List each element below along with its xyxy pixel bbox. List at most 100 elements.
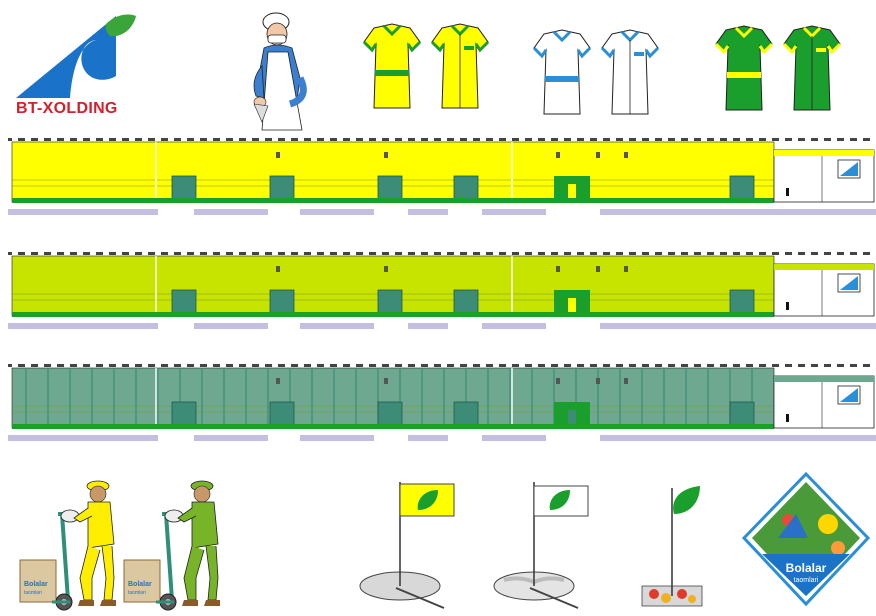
uniform-shirt-icon xyxy=(532,29,660,115)
vent xyxy=(556,152,560,158)
roof-rail-gap xyxy=(636,363,642,368)
person-silhouette xyxy=(786,188,789,196)
roof-rail-gap xyxy=(649,251,655,256)
uniform-front xyxy=(532,29,592,115)
roof-rail-gap xyxy=(311,363,317,368)
roof-rail-gap xyxy=(207,137,213,142)
roof-rail-gap xyxy=(480,251,486,256)
hand-truck-worker-icon: Bolalar taomlari xyxy=(123,480,220,611)
roof-rail-gap xyxy=(727,137,733,142)
roof-rail-gap xyxy=(233,363,239,368)
roof-rail-gap xyxy=(844,363,850,368)
uniform-shirt-icon xyxy=(362,23,490,109)
roof-rail-gap xyxy=(597,137,603,142)
roof-rail-gap xyxy=(857,251,863,256)
roof-rail-gap xyxy=(259,251,265,256)
roof-rail-gap xyxy=(337,363,343,368)
roof-rail-gap xyxy=(792,137,798,142)
roof-rail-gap xyxy=(298,363,304,368)
roof-rail-gap xyxy=(363,251,369,256)
vent xyxy=(596,266,600,272)
roof-rail-gap xyxy=(701,363,707,368)
roof-rail-gap xyxy=(77,363,83,368)
roof-rail-gap xyxy=(623,251,629,256)
roof-rail-gap xyxy=(181,137,187,142)
food-worker xyxy=(240,8,320,134)
ground-pad xyxy=(8,435,158,441)
roof-rail-gap xyxy=(844,251,850,256)
roof-rail-gap xyxy=(389,137,395,142)
box-label: Bolalar xyxy=(24,581,48,588)
person-silhouette xyxy=(786,302,789,310)
food-worker-icon xyxy=(253,12,307,131)
roof-rail-gap xyxy=(298,137,304,142)
roof-rail-gap xyxy=(12,251,18,256)
roof-rail-gap xyxy=(116,363,122,368)
roof-rail-gap xyxy=(168,363,174,368)
roof-rail-gap xyxy=(623,137,629,142)
roof-rail-gap xyxy=(753,251,759,256)
roof-rail-gap xyxy=(714,137,720,142)
roof-rail-gap xyxy=(129,137,135,142)
roof-rail-gap xyxy=(766,251,772,256)
ground-pad xyxy=(600,323,760,329)
roof-rail-gap xyxy=(285,137,291,142)
roof-rail-gap xyxy=(77,251,83,256)
roof-rail-gap xyxy=(324,137,330,142)
uniform-front xyxy=(362,23,422,109)
roof-rail-gap xyxy=(454,251,460,256)
roof-rail-gap xyxy=(402,137,408,142)
vent xyxy=(556,266,560,272)
box-sublabel: taomlari xyxy=(24,590,42,596)
roof-rail-gap xyxy=(610,137,616,142)
roof-rail-gap xyxy=(662,251,668,256)
brand-logo: BT-XOLDING xyxy=(10,10,140,125)
roof-rail-gap xyxy=(311,137,317,142)
uniform-yellow xyxy=(356,20,492,112)
roof-rail-gap xyxy=(415,363,421,368)
roof-rail-gap xyxy=(662,363,668,368)
roof-rail-gap xyxy=(454,137,460,142)
facade-elevation xyxy=(8,137,876,215)
roof-rail-gap xyxy=(103,363,109,368)
roof-rail-gap xyxy=(818,363,824,368)
entrance-gate-opening xyxy=(568,298,576,316)
roof-rail-gap xyxy=(38,251,44,256)
roof-rail-gap xyxy=(194,363,200,368)
roof-rail-gap xyxy=(272,251,278,256)
roof-rail-gap xyxy=(90,363,96,368)
uniform-shirt-icon xyxy=(714,25,842,111)
roof-rail-gap xyxy=(701,251,707,256)
loader-yellow: Bolalar taomlari xyxy=(18,474,122,612)
facade-elevation xyxy=(8,251,876,329)
roof-rail-gap xyxy=(662,137,668,142)
roof-rail-gap xyxy=(324,251,330,256)
ground-pad xyxy=(408,209,448,215)
roof-rail-gap xyxy=(51,137,57,142)
facade-elevation xyxy=(8,363,876,441)
roof-rail-gap xyxy=(506,137,512,142)
ground-stripe xyxy=(12,198,774,203)
roof-rail-gap xyxy=(675,251,681,256)
roof-rail-gap xyxy=(181,363,187,368)
roof-rail-gap xyxy=(493,251,499,256)
flag-yellow xyxy=(356,480,456,610)
leaf-flag-icon xyxy=(493,482,589,609)
loading-door xyxy=(453,289,479,317)
roof-rail-gap xyxy=(220,251,226,256)
roof-rail-gap xyxy=(792,251,798,256)
ground-pad xyxy=(194,323,268,329)
roof-rail-gap xyxy=(142,137,148,142)
roof-rail-gap xyxy=(233,137,239,142)
bolalar-taomlari-badge-icon: Bolalar taomlari xyxy=(741,471,871,607)
roof-rail-gap xyxy=(779,363,785,368)
roof-rail-gap xyxy=(831,251,837,256)
roof-rail-gap xyxy=(376,363,382,368)
ground-pad xyxy=(408,323,448,329)
facade-lime xyxy=(8,250,876,334)
roof-rail-gap xyxy=(38,363,44,368)
vent xyxy=(556,378,560,384)
roof-rail-gap xyxy=(831,137,837,142)
roof-rail-gap xyxy=(467,251,473,256)
roof-rail-gap xyxy=(155,251,161,256)
